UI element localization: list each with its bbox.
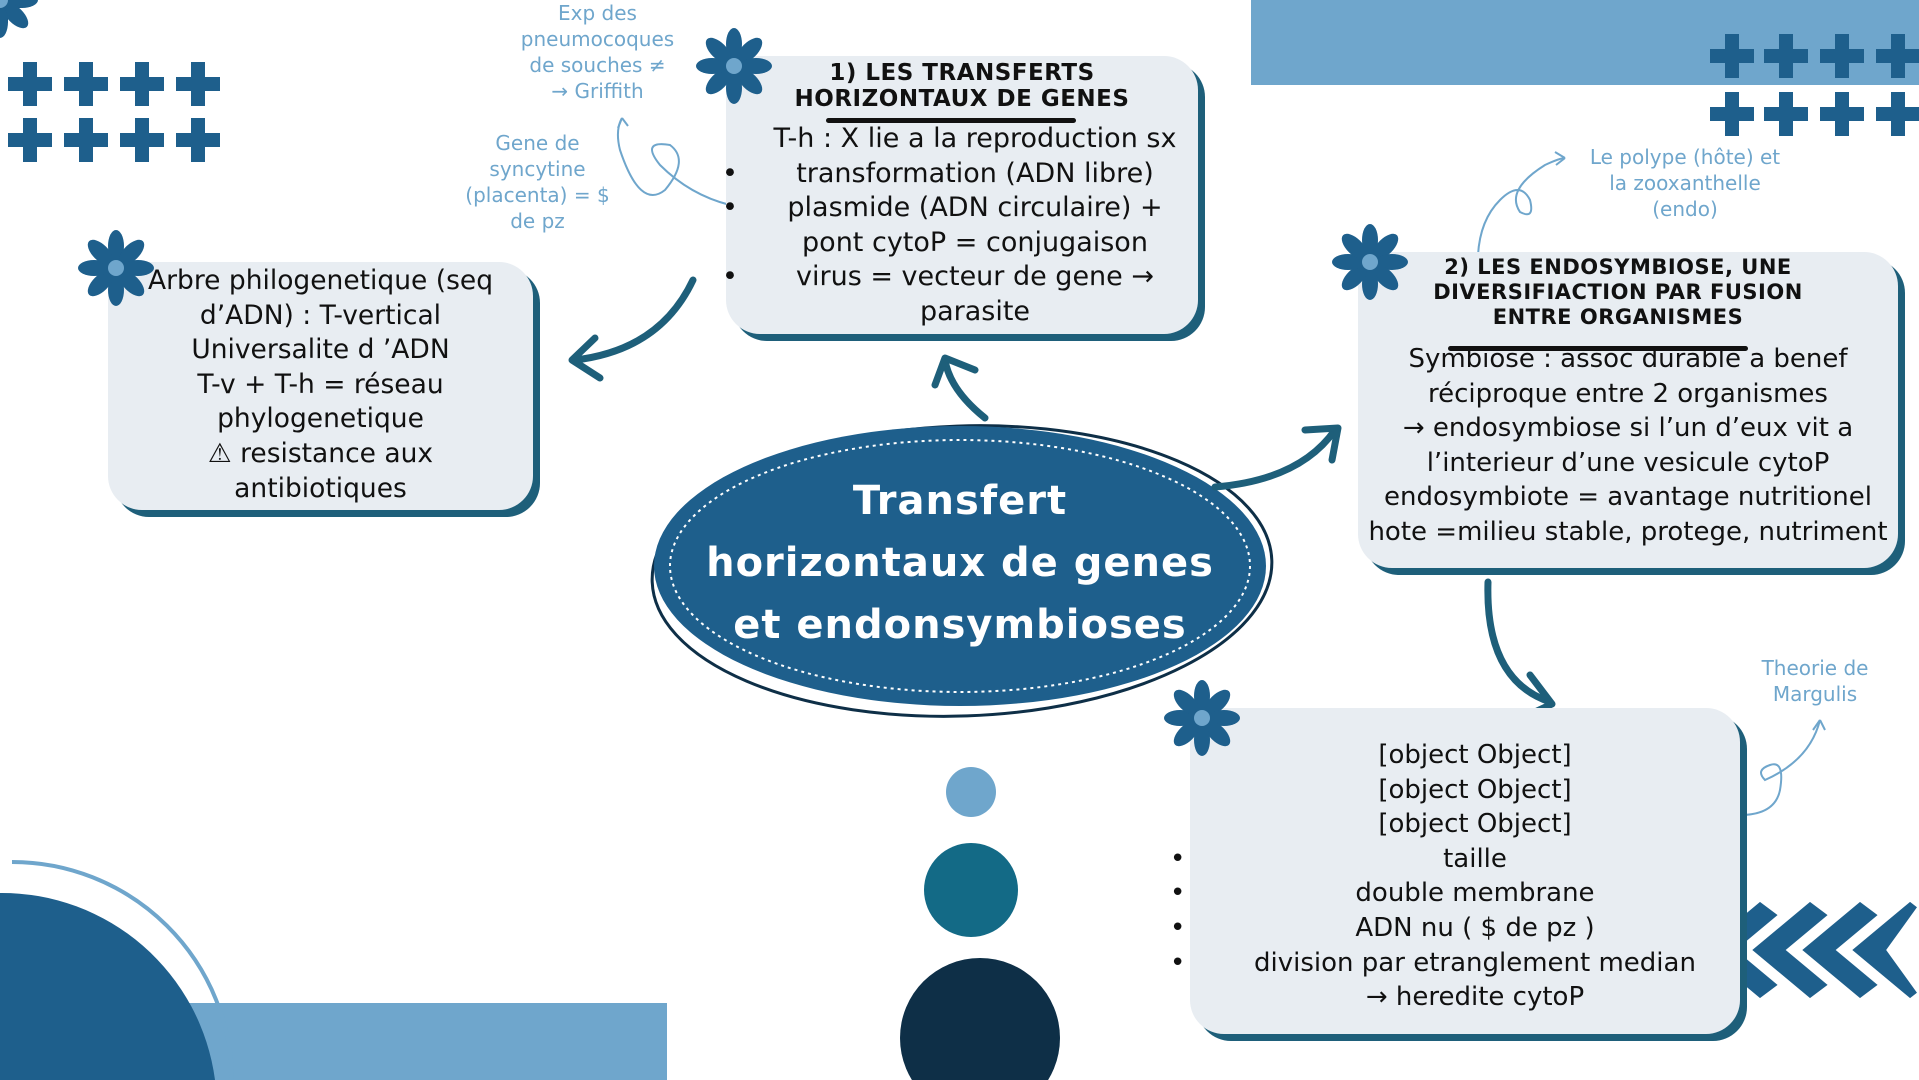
card-theorie-body: [object Object] [object Object] [object … (1170, 738, 1740, 1015)
card-theorie: [object Object] [object Object] [object … (1170, 708, 1740, 1034)
note-line: pneumocoques (520, 27, 675, 51)
body-line: [object Object] (1378, 809, 1572, 840)
note-line: Exp des (558, 1, 637, 25)
note-line: Le polype (hôte) et (1589, 145, 1781, 169)
body-line: réciproque entre 2 organismes (1428, 378, 1828, 409)
arrow-to-endosymbiose (1211, 426, 1339, 491)
body-line: ⚠ resistance aux (207, 437, 434, 469)
body-line: antibiotiques (234, 472, 407, 504)
central-ellipse (650, 424, 1274, 718)
body-line: phylogenetique (217, 403, 424, 435)
body-line-bullet: plasmide (ADN circulaire) + (722, 191, 1188, 226)
card-endosymbiose: 2) LES ENDOSYMBIOSE, UNE DIVERSIFIACTION… (1358, 252, 1898, 568)
body-line-bullet: virus = vecteur de gene → (722, 260, 1188, 295)
card-arbre-body: Arbre philogenetique (seq d’ADN) : T-ver… (108, 264, 533, 506)
card-endosymbiose-title: 2) LES ENDOSYMBIOSE, UNE DIVERSIFIACTION… (1358, 255, 1898, 330)
title-line: 1) LES TRANSFERTS (829, 60, 1095, 86)
top-right-bar (1251, 0, 1919, 85)
connector-arrows (568, 276, 1556, 722)
note-line: la zooxanthelle (1609, 171, 1761, 195)
body-line: Universalite d ’ADN (191, 334, 450, 366)
body-line-bullet: taille (1170, 842, 1740, 877)
bottom-left-bar (150, 1003, 667, 1080)
body-line: hote =milieu stable, protege, nutriment (1368, 516, 1888, 547)
title-underline (1448, 346, 1748, 351)
bottom-left-arc (0, 892, 215, 1080)
note-line: Gene de (495, 131, 580, 155)
dot-medium (924, 843, 1018, 937)
body-line: [object Object] (1378, 740, 1572, 770)
note-line: de souches ≠ (529, 53, 666, 77)
body-line-bullet: transformation (ADN libre) (722, 157, 1188, 192)
body-line: pont cytoP = conjugaison (802, 226, 1148, 258)
arrow-to-transferts (941, 356, 989, 422)
note-line: (placenta) = $ (465, 183, 610, 207)
note-syncytine: Gene de syncytine (placenta) = $ de pz (455, 130, 620, 234)
center-title: Transfert horizontaux de genes et endons… (680, 470, 1240, 656)
title-line: DIVERSIFIACTION PAR FUSION (1433, 280, 1803, 304)
arrow-to-arbre (571, 276, 697, 364)
title-line: ENTRE ORGANISMES (1492, 305, 1744, 329)
card-transferts: 1) LES TRANSFERTS HORIZONTAUX DE GENES T… (722, 56, 1198, 334)
body-line: T-h : X lie a la reproduction sx (773, 123, 1177, 154)
note-griffith: Exp des pneumocoques de souches ≠ → Grif… (510, 0, 685, 104)
title-underline (826, 118, 1076, 123)
flower-icon (0, 0, 38, 38)
note-polype: Le polype (hôte) et la zooxanthelle (end… (1565, 144, 1805, 222)
body-line: d’ADN) : T-vertical (199, 299, 442, 331)
note-line: → Griffith (551, 79, 644, 103)
body-line: → heredite cytoP (1365, 982, 1585, 1013)
body-line: endosymbiote = avantage nutritionel (1384, 482, 1872, 513)
dot-small (946, 767, 996, 817)
body-line: parasite (919, 295, 1031, 327)
title-line: HORIZONTAUX DE GENES (794, 86, 1130, 112)
chevron-left-icons (1697, 898, 1919, 1002)
center-title-line: Transfert (852, 478, 1068, 524)
note-line: syncytine (489, 157, 586, 181)
body-line: [object Object] (1378, 774, 1572, 805)
dot-large (900, 958, 1060, 1080)
card-arbre: Arbre philogenetique (seq d’ADN) : T-ver… (108, 262, 533, 510)
note-margulis: Theorie de Margulis (1745, 655, 1885, 707)
body-line: → endosymbiose si l’un d’eux vit a (1402, 413, 1854, 444)
center-title-line: et endonsymbioses (733, 602, 1187, 648)
title-line: 2) LES ENDOSYMBIOSE, UNE (1444, 255, 1792, 279)
note-line: Theorie de (1761, 656, 1869, 680)
note-line: de pz (510, 209, 565, 233)
card-transferts-title: 1) LES TRANSFERTS HORIZONTAUX DE GENES (726, 60, 1198, 112)
body-line-bullet: ADN nu ( $ de pz ) (1170, 911, 1740, 946)
body-line-bullet: division par etranglement median (1170, 946, 1740, 981)
body-line-bullet: double membrane (1170, 876, 1740, 911)
note-line: (endo) (1652, 197, 1718, 221)
body-line: T-v + T-h = réseau (197, 368, 444, 400)
card-endosymbiose-body: Symbiose : assoc durable a benef récipro… (1358, 342, 1898, 550)
center-title-line: horizontaux de genes (706, 540, 1214, 586)
plus-icon-grid-right (1709, 33, 1919, 137)
note-line: Margulis (1772, 682, 1858, 706)
body-line: l’interieur d’une vesicule cytoP (1426, 447, 1830, 478)
card-transferts-body: T-h : X lie a la reproduction sx transfo… (722, 122, 1198, 330)
arrow-to-theorie (1484, 578, 1554, 706)
body-line: Arbre philogenetique (seq (147, 265, 494, 296)
note-connectors (616, 117, 1826, 816)
bottom-left-arc-outline (11, 860, 234, 1080)
